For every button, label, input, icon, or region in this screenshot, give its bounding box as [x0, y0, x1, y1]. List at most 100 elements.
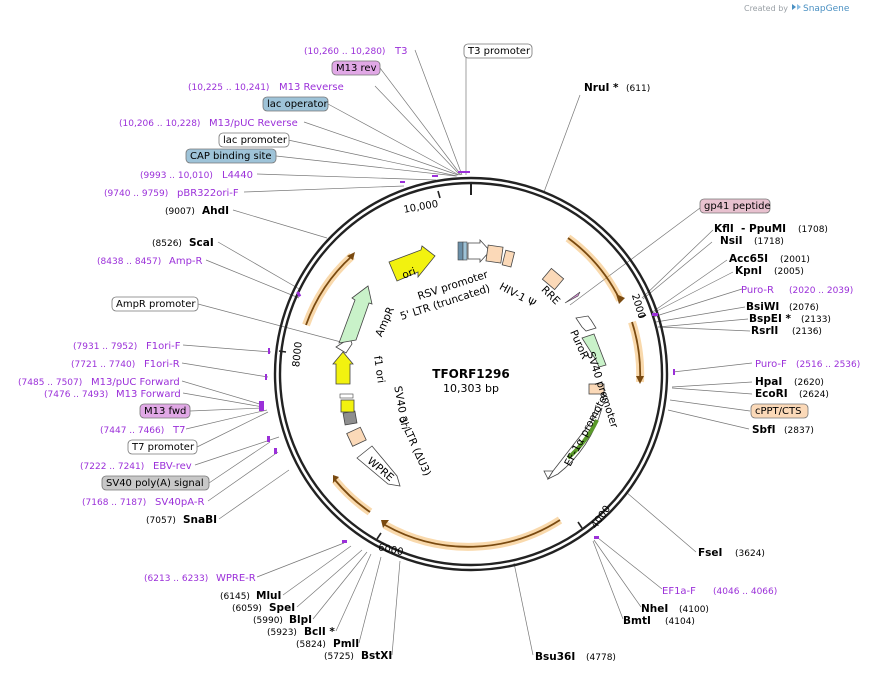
svg-text:EBV-rev: EBV-rev: [153, 461, 192, 472]
svg-text:KpnI: KpnI: [735, 265, 762, 277]
boxed-label-t3-promoter: T3 promoter: [463, 43, 533, 59]
svg-text:(7476 .. 7493): (7476 .. 7493): [44, 390, 108, 400]
site-bsiwi: BsiWI (2076): [746, 301, 819, 313]
rre-label: RRE: [539, 284, 563, 308]
site-snabi: (7057) SnaBI: [146, 514, 217, 526]
svg-text:BmtI: BmtI: [623, 615, 651, 627]
svg-text:(2620): (2620): [794, 378, 824, 388]
svg-text:(10,260 .. 10,280): (10,260 .. 10,280): [304, 47, 385, 57]
svg-text:BlpI: BlpI: [289, 614, 312, 626]
svg-text:(7168 .. 7187): (7168 .. 7187): [82, 498, 146, 508]
site-kpni: KpnI (2005): [735, 265, 804, 277]
svg-text:T7: T7: [172, 425, 185, 436]
origin-marker: [470, 183, 472, 195]
primer-amp-r: (8438 .. 8457) Amp-R: [97, 256, 203, 267]
site-ahdi: (9007) AhdI: [165, 205, 229, 217]
site-rsrii: RsrII (2136): [751, 325, 822, 337]
svg-text:(611): (611): [626, 84, 650, 94]
plasmid-size: 10,303 bp: [443, 382, 499, 395]
svg-text:(2136): (2136): [792, 327, 822, 337]
svg-text:NruI *: NruI *: [584, 82, 619, 94]
svg-text:BsiWI: BsiWI: [746, 301, 779, 313]
svg-text:SbfI: SbfI: [752, 424, 776, 436]
svg-text:(2020 .. 2039): (2020 .. 2039): [789, 286, 853, 296]
site-pmli: (5824) PmlI: [296, 638, 359, 650]
primer-m13-forward: (7476 .. 7493) M13 Forward: [44, 389, 181, 400]
hiv-psi-label: HIV-1 Ψ: [497, 281, 538, 310]
tick-label-6000: 6000: [377, 542, 404, 558]
svg-text:FseI: FseI: [698, 547, 722, 559]
svg-text:pBR322ori-F: pBR322ori-F: [177, 188, 239, 199]
svg-text:cPPT/CTS: cPPT/CTS: [755, 406, 801, 417]
primer-marks: [259, 171, 675, 543]
inner-features: [332, 238, 607, 487]
svg-text:T3 promoter: T3 promoter: [467, 46, 531, 57]
svg-text:BspEI *: BspEI *: [749, 313, 792, 325]
svg-text:(5824): (5824): [296, 640, 326, 650]
svg-text:NheI: NheI: [641, 603, 668, 615]
site-blpi: (5990) BlpI: [253, 614, 312, 626]
site-bstxi: (5725) BstXI: [324, 650, 392, 662]
svg-text:BstXI: BstXI: [361, 650, 392, 662]
credit-brand: SnapGene: [803, 4, 850, 14]
svg-text:(2133): (2133): [801, 315, 831, 325]
svg-text:gp41 peptide: gp41 peptide: [704, 201, 771, 212]
backbone-outer-ring: [273, 176, 669, 572]
svg-text:(8526): (8526): [152, 239, 182, 249]
primer-l4440: (9993 .. 10,010) L4440: [140, 170, 253, 181]
svg-text:T3: T3: [394, 46, 407, 57]
svg-text:(7485 .. 7507): (7485 .. 7507): [18, 378, 82, 388]
svg-text:SnaBI: SnaBI: [183, 514, 217, 526]
svg-text:(1708): (1708): [798, 225, 828, 235]
svg-text:(3624): (3624): [735, 549, 765, 559]
svg-text:M13 Forward: M13 Forward: [116, 389, 181, 400]
svg-text:M13/pUC Forward: M13/pUC Forward: [91, 377, 180, 388]
svg-text:(7447 .. 7466): (7447 .. 7466): [100, 426, 164, 436]
svg-text:(1718): (1718): [754, 237, 784, 247]
boxed-label-gp41-peptide: gp41 peptide: [699, 198, 771, 214]
svg-text:Acc65I: Acc65I: [729, 253, 768, 265]
svg-text:lac operator: lac operator: [267, 99, 328, 110]
svg-text:(2001): (2001): [780, 255, 810, 265]
svg-text:EcoRI: EcoRI: [755, 388, 788, 400]
boxed-label-lac-promoter: lac promoter: [218, 132, 290, 148]
site-mlui: (6145) MluI: [220, 590, 281, 602]
site-scai: (8526) ScaI: [152, 237, 214, 249]
svg-text:M13 Reverse: M13 Reverse: [279, 82, 344, 93]
boxed-label-m13-fwd: M13 fwd: [139, 403, 191, 419]
leader-lines: [181, 49, 753, 656]
svg-text:(6059): (6059): [232, 604, 262, 614]
primer-pbr322ori-f: (9740 .. 9759) pBR322ori-F: [104, 188, 239, 199]
svg-text:(4778): (4778): [586, 653, 616, 663]
boxed-label-m13-rev: M13 rev: [331, 60, 381, 76]
primer-m13-puc-forward: (7485 .. 7507) M13/pUC Forward: [18, 377, 180, 388]
svg-text:(5990): (5990): [253, 616, 283, 626]
boxed-label-cap-binding-site: CAP binding site: [185, 148, 277, 164]
svg-text:(9740 .. 9759): (9740 .. 9759): [104, 189, 168, 199]
tick-label-8000: 8000: [291, 341, 305, 367]
sv40-ori-label: SV40 ori: [391, 385, 410, 431]
site-kfli-ppumi: KflI - PpuMI (1708): [714, 223, 828, 235]
svg-text:(5725): (5725): [324, 652, 354, 662]
svg-text:PmlI: PmlI: [333, 638, 359, 650]
orf-arrowheads: [333, 252, 644, 528]
svg-text:(6213 .. 6233): (6213 .. 6233): [144, 574, 208, 584]
svg-text:L4440: L4440: [222, 170, 253, 181]
svg-text:M13 fwd: M13 fwd: [144, 406, 186, 417]
svg-text:(2624): (2624): [799, 390, 829, 400]
svg-text:M13/pUC Reverse: M13/pUC Reverse: [209, 118, 298, 129]
svg-text:(10,206 .. 10,228): (10,206 .. 10,228): [119, 119, 200, 129]
svg-text:(7721 .. 7740): (7721 .. 7740): [71, 360, 135, 370]
svg-text:(8438 .. 8457): (8438 .. 8457): [97, 257, 161, 267]
boxed-label-cppt-cts: cPPT/CTS: [750, 403, 809, 419]
svg-text:KflI: KflI: [714, 223, 734, 235]
svg-text:(7931 .. 7952): (7931 .. 7952): [73, 342, 137, 352]
primer-f1ori-r: (7721 .. 7740) F1ori-R: [71, 359, 180, 370]
ori-label: ori: [401, 266, 418, 282]
primer-wpre-r: (6213 .. 6233) WPRE-R: [144, 573, 256, 584]
svg-text:F1ori-F: F1ori-F: [146, 341, 181, 352]
tick-label-4000: 4000: [589, 504, 613, 531]
f1-ori-label: f1 ori: [371, 355, 387, 384]
svg-text:(7222 .. 7241): (7222 .. 7241): [80, 462, 144, 472]
